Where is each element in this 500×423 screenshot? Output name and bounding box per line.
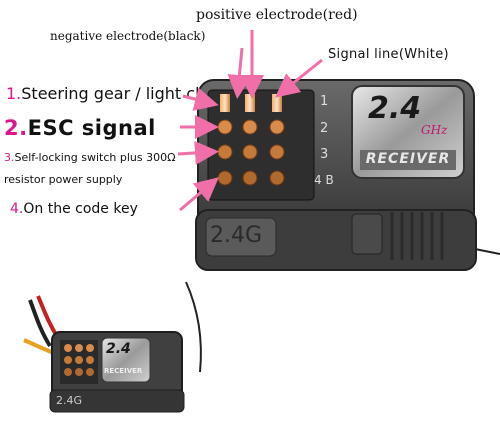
receiver-model-text: RECEIVER [365, 151, 451, 167]
row-number: 1. [6, 84, 22, 103]
row-resistor-power-supply-label: resistor power supply [4, 174, 122, 185]
case-text-panel [205, 217, 277, 257]
signal-line-label: Signal line(White) [328, 47, 449, 62]
row-text: On the code key [23, 201, 138, 217]
annotation-arrows [177, 30, 323, 212]
positive-electrode-label: positive electrode(red) [196, 7, 358, 23]
frequency-text: 2.4 [368, 91, 422, 126]
row-self-locking-switch-label: 3.Self-locking switch plus 300Ω [4, 152, 176, 163]
row-text: ESC signal [27, 116, 156, 140]
negative-electrode-label: negative electrode(black) [50, 29, 206, 43]
small-receiver-model-text: RECEIVER [104, 367, 143, 375]
row-number: 2. [4, 116, 28, 140]
row-number: 4. [10, 201, 24, 217]
case-slot [351, 213, 383, 255]
frequency-unit-text: GHz [421, 123, 448, 137]
small-case-text: 2.4G [56, 394, 83, 407]
small-receiver-photo [23, 281, 202, 413]
case-text: 2.4G [210, 223, 263, 248]
case-grill [390, 212, 444, 260]
channel-2-label: 2 [320, 121, 329, 136]
channel-1-label: 1 [320, 94, 329, 109]
row-text: Self-locking switch plus 300Ω [14, 151, 176, 164]
small-frequency-text: 2.4 [106, 341, 131, 357]
channel-4b-label: 4 B [314, 173, 334, 187]
row-code-key-label: 4.On the code key [10, 202, 138, 216]
channel-3-label: 3 [320, 147, 329, 162]
row-text: resistor power supply [4, 173, 123, 186]
row-number: 3. [4, 151, 15, 164]
receiver-band [360, 150, 456, 170]
row-esc-signal-label: 2.ESC signal [4, 118, 156, 139]
